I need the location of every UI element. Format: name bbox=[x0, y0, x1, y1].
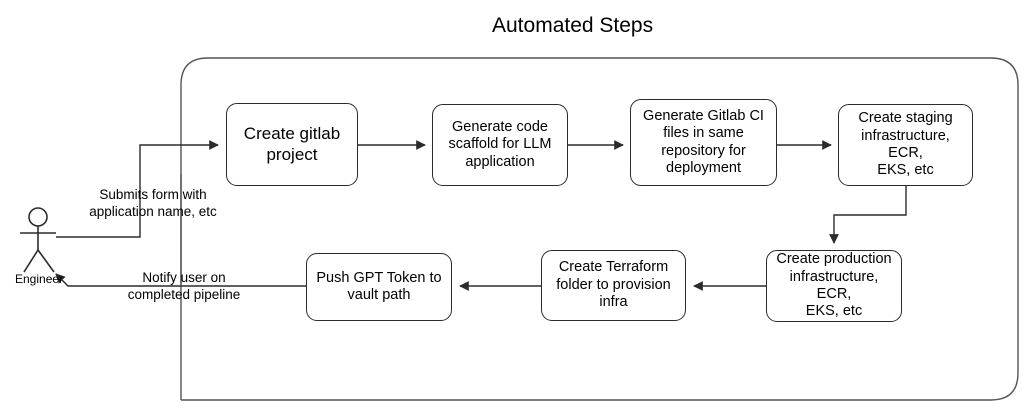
node-create-gitlab-project[interactable]: Create gitlab project bbox=[226, 103, 358, 186]
edge-label-notify-user: Notify user on completed pipeline bbox=[127, 270, 241, 302]
node-create-terraform-folder[interactable]: Create Terraform folder to provision inf… bbox=[541, 250, 686, 321]
actor-label-engineer: Engineer bbox=[15, 272, 64, 286]
node-generate-gitlab-ci-files[interactable]: Generate Gitlab CI files in same reposit… bbox=[630, 99, 777, 186]
group-title-automated-steps: Automated Steps bbox=[492, 14, 654, 37]
node-push-gpt-token[interactable]: Push GPT Token to vault path bbox=[306, 253, 452, 321]
edge-create-staging-to-create-production bbox=[829, 186, 907, 244]
edge-label-submits-form: Submits form with application name, etc bbox=[89, 187, 217, 219]
stick-figure-actor-icon bbox=[20, 207, 56, 273]
node-generate-code-scaffold[interactable]: Generate code scaffold for LLM applicati… bbox=[432, 104, 568, 186]
node-create-staging-infrastructure[interactable]: Create staging infrastructure, ECR, EKS,… bbox=[838, 104, 973, 186]
node-create-production-infrastructure[interactable]: Create production infrastructure, ECR, E… bbox=[766, 250, 902, 322]
